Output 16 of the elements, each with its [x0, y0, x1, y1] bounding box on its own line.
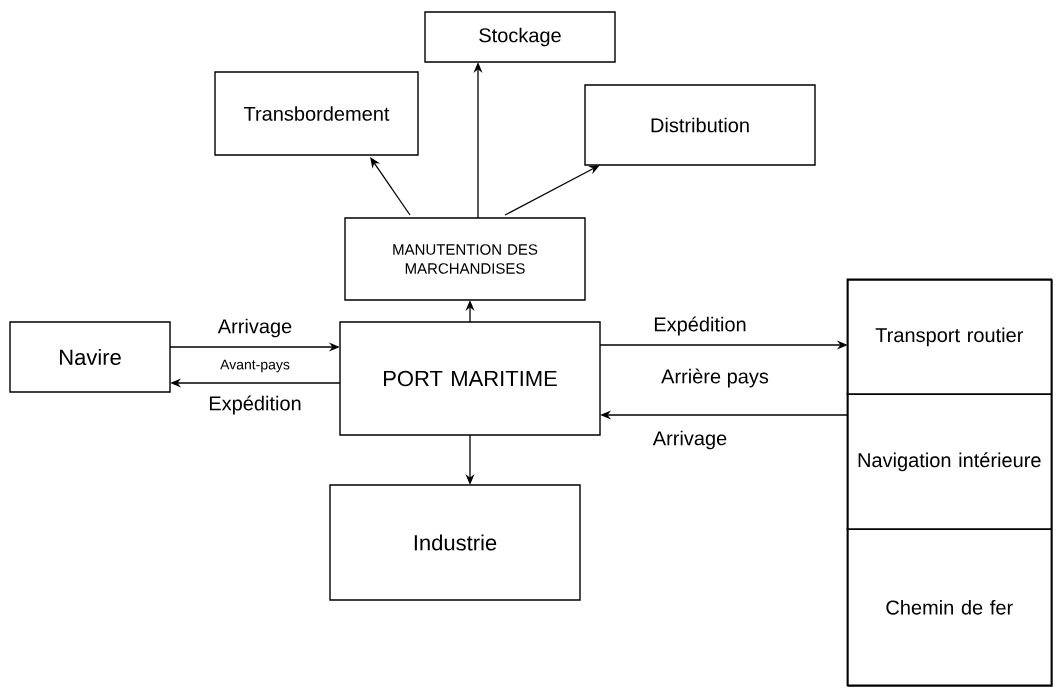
process-box: Industrie — [329, 484, 581, 601]
edge-label: Expédition — [652, 315, 748, 337]
column-box — [847, 279, 1053, 687]
arrow — [370, 157, 411, 216]
region-label: Arrière pays — [660, 367, 770, 389]
mode-band: Navigation intérieure — [846, 393, 1052, 530]
process-box: Distribution — [584, 84, 816, 166]
process-box: Stockage — [424, 11, 616, 63]
arrow — [504, 165, 600, 216]
mode-band: Transport routier — [846, 278, 1052, 395]
process-box: Navire — [9, 321, 171, 393]
edge-label: Expédition — [207, 394, 303, 416]
process-box: Transbordement — [214, 71, 419, 156]
process-box: PORT MARITIME — [339, 321, 601, 436]
mode-band: Chemin de fer — [846, 528, 1052, 686]
process-box: MANUTENTION DES MARCHANDISES — [344, 217, 586, 301]
